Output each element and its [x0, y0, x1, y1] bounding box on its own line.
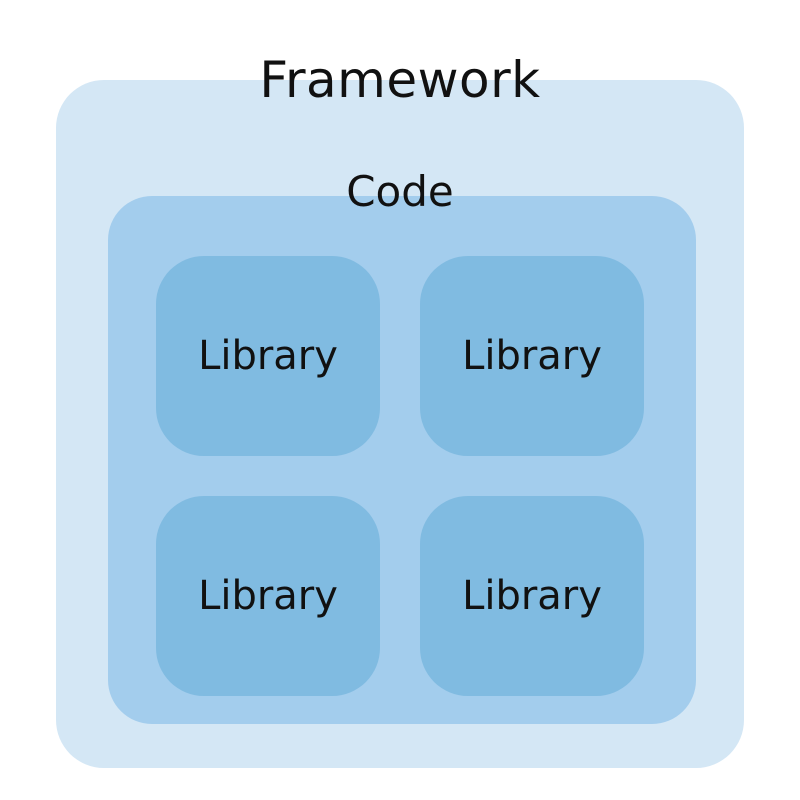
library-label: Library — [198, 333, 338, 379]
library-box-bottom-left: Library — [156, 496, 380, 696]
library-label: Library — [462, 333, 602, 379]
library-label: Library — [198, 573, 338, 619]
framework-label: Framework — [259, 51, 541, 109]
code-label: Code — [346, 167, 454, 216]
library-box-top-right: Library — [420, 256, 644, 456]
library-box-top-left: Library — [156, 256, 380, 456]
library-label: Library — [462, 573, 602, 619]
library-box-bottom-right: Library — [420, 496, 644, 696]
